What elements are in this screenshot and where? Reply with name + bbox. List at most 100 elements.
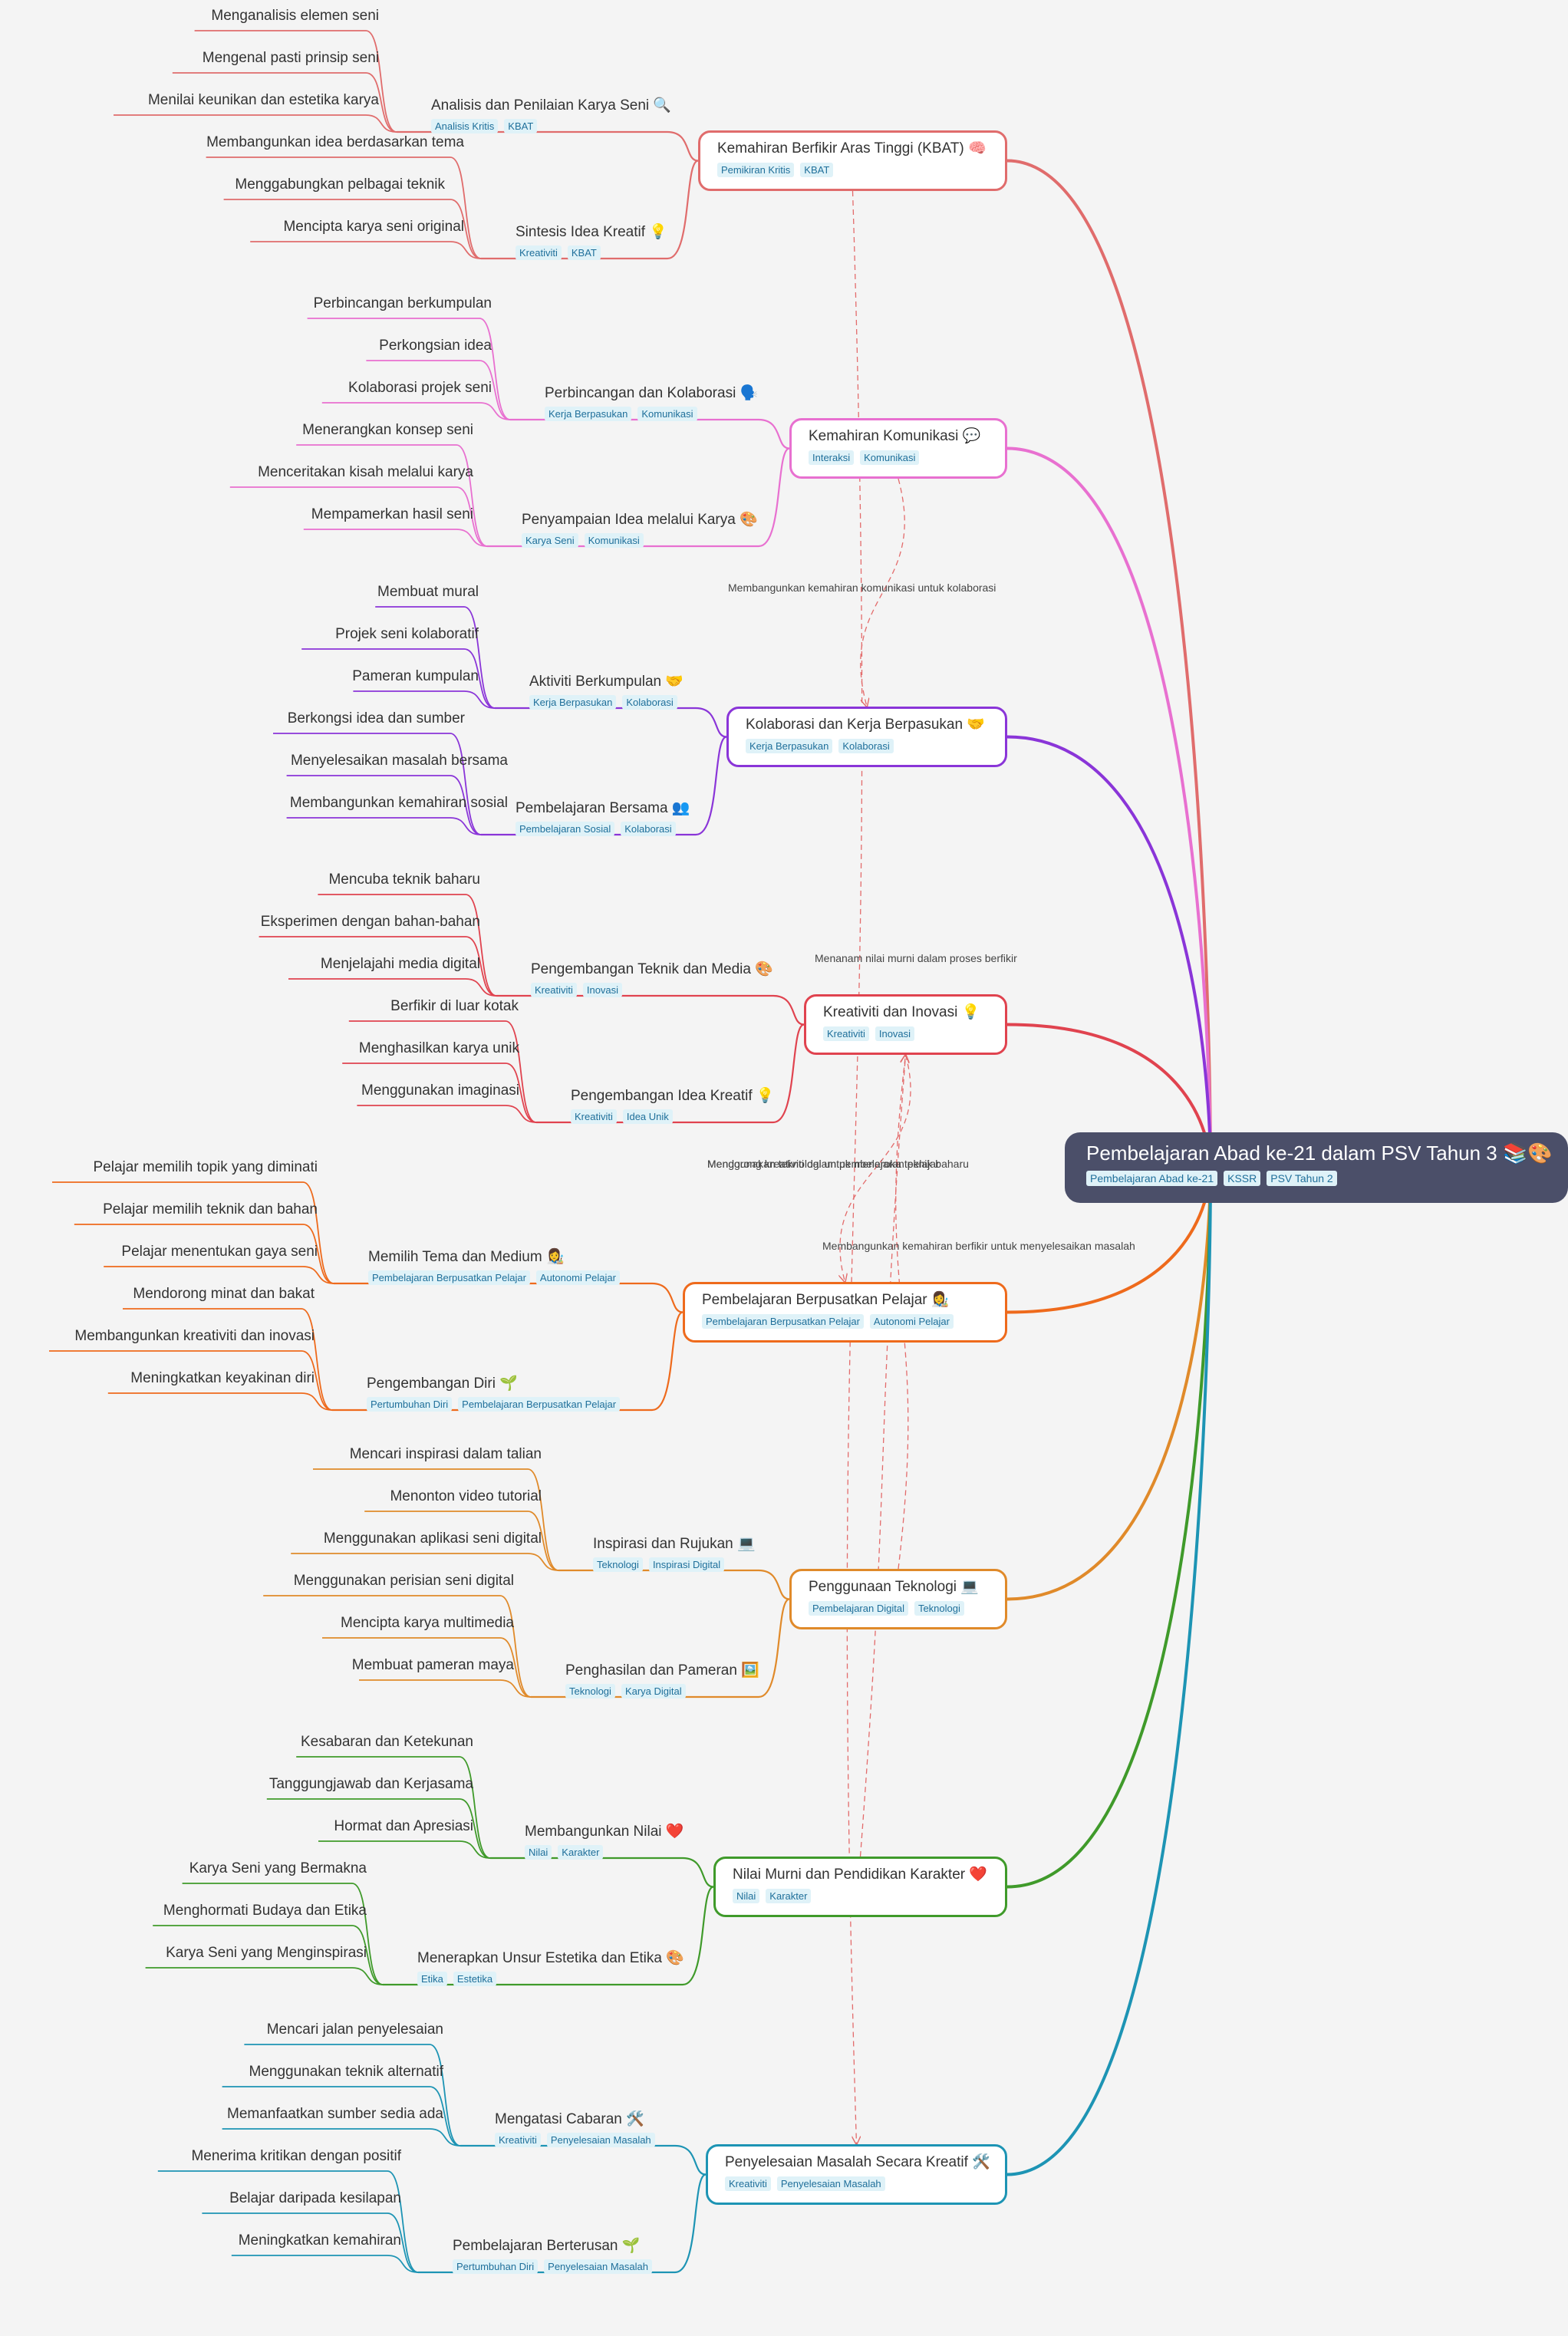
subtopic[interactable]: Pengembangan Teknik dan Media 🎨Kreativit… xyxy=(531,960,773,997)
subtopic[interactable]: Analisis dan Penilaian Karya Seni 🔍Anali… xyxy=(431,96,671,133)
leaf-item[interactable]: Karya Seni yang Menginspirasi xyxy=(166,1945,367,1961)
subtopic[interactable]: Menerapkan Unsur Estetika dan Etika 🎨Eti… xyxy=(417,1949,684,1986)
branch-label: Kemahiran Berfikir Aras Tinggi (KBAT) xyxy=(717,140,968,157)
central-topic-label: Pembelajaran Abad ke-21 dalam PSV Tahun … xyxy=(1086,1142,1503,1165)
leaf-item[interactable]: Pameran kumpulan xyxy=(352,668,479,684)
subtopic-title: Inspirasi dan Rujukan 💻 xyxy=(593,1534,756,1553)
branch-node[interactable]: Penyelesaian Masalah Secara Kreatif 🛠️Kr… xyxy=(706,2144,1007,2205)
leaf-item[interactable]: Projek seni kolaboratif xyxy=(335,626,479,642)
leaf-item[interactable]: Menggunakan teknik alternatif xyxy=(249,2064,444,2080)
tag-chip: Pembelajaran Sosial xyxy=(516,822,615,836)
leaf-item[interactable]: Perbincangan berkumpulan xyxy=(313,295,492,311)
leaf-item[interactable]: Mencari inspirasi dalam talian xyxy=(349,1446,542,1462)
central-topic[interactable]: Pembelajaran Abad ke-21 dalam PSV Tahun … xyxy=(1065,1132,1568,1203)
leaf-item[interactable]: Menyelesaikan masalah bersama xyxy=(290,753,508,769)
leaf-item[interactable]: Mencipta karya seni original xyxy=(283,219,464,235)
leaf-item[interactable]: Memanfaatkan sumber sedia ada xyxy=(227,2106,443,2122)
leaf-item[interactable]: Menganalisis elemen seni xyxy=(211,8,379,24)
leaf-connector xyxy=(288,978,497,997)
leaf-item[interactable]: Menerima kritikan dengan positif xyxy=(191,2148,401,2164)
branch-title: Kemahiran Komunikasi 💬 xyxy=(809,427,991,445)
leaf-item[interactable]: Membuat pameran maya xyxy=(351,1657,514,1673)
leaf-item[interactable]: Mencuba teknik baharu xyxy=(328,871,480,888)
branch-label: Nilai Murni dan Pendidikan Karakter xyxy=(733,1866,970,1883)
leaf-connector xyxy=(273,733,482,835)
branch-node[interactable]: Pembelajaran Berpusatkan Pelajar 👩‍🎨Pemb… xyxy=(683,1282,1007,1343)
leaf-item[interactable]: Menjelajahi media digital xyxy=(320,956,480,972)
tag-chip: Kreativiti xyxy=(531,983,577,997)
branch-node[interactable]: Kemahiran Berfikir Aras Tinggi (KBAT) 🧠P… xyxy=(698,130,1007,191)
leaf-item[interactable]: Pelajar memilih teknik dan bahan xyxy=(103,1201,318,1217)
leaf-item[interactable]: Berfikir di luar kotak xyxy=(390,998,519,1014)
leaf-item[interactable]: Mempamerkan hasil seni xyxy=(311,506,473,522)
leaf-item[interactable]: Karya Seni yang Bermakna xyxy=(189,1860,367,1876)
leaf-item[interactable]: Kesabaran dan Ketekunan xyxy=(300,1734,473,1750)
leaf-item[interactable]: Mencari jalan penyelesaian xyxy=(266,2021,443,2038)
leaf-item[interactable]: Meningkatkan keyakinan diri xyxy=(130,1370,315,1386)
leaf-item[interactable]: Meningkatkan kemahiran xyxy=(238,2232,401,2249)
leaf-item[interactable]: Menggunakan perisian seni digital xyxy=(293,1573,514,1589)
tag-chip: Nilai xyxy=(525,1845,552,1860)
leaf-connector xyxy=(357,1105,537,1123)
leaf-item[interactable]: Mendorong minat dan bakat xyxy=(133,1286,315,1302)
subtopic-emoji-icon: 🎨 xyxy=(740,511,758,528)
leaf-item[interactable]: Menggabungkan pelbagai teknik xyxy=(235,176,445,193)
leaf-item[interactable]: Berkongsi idea dan sumber xyxy=(287,710,465,726)
leaf-item[interactable]: Mencipta karya multimedia xyxy=(341,1615,514,1631)
leaf-item[interactable]: Perkongsian idea xyxy=(379,338,492,354)
leaf-connector xyxy=(364,1511,559,1571)
leaf-item[interactable]: Pelajar memilih topik yang diminati xyxy=(93,1159,318,1175)
leaf-item[interactable]: Eksperimen dengan bahan-bahan xyxy=(260,914,480,930)
branch-emoji-icon: 🛠️ xyxy=(972,2153,990,2170)
leaf-item[interactable]: Membangunkan idea berdasarkan tema xyxy=(206,134,464,150)
leaf-item[interactable]: Membuat mural xyxy=(377,584,479,600)
leaf-item[interactable]: Menggunakan imaginasi xyxy=(361,1082,519,1099)
tag-chip: Kreativiti xyxy=(516,245,562,260)
leaf-item[interactable]: Menggunakan aplikasi seni digital xyxy=(323,1530,542,1547)
subtopic[interactable]: Pembelajaran Berterusan 🌱Pertumbuhan Dir… xyxy=(453,2236,658,2274)
leaf-item[interactable]: Kolaborasi projek seni xyxy=(348,380,492,396)
leaf-item[interactable]: Menerangkan konsep seni xyxy=(302,422,473,438)
leaf-item[interactable]: Menghormati Budaya dan Etika xyxy=(163,1903,367,1919)
subtopic[interactable]: Penyampaian Idea melalui Karya 🎨Karya Se… xyxy=(522,510,758,548)
sub-connector xyxy=(495,707,727,738)
subtopic[interactable]: Pembelajaran Bersama 👥Pembelajaran Sosia… xyxy=(516,799,690,836)
leaf-item[interactable]: Tanggungjawab dan Kerjasama xyxy=(268,1776,473,1792)
leaf-connector xyxy=(286,817,482,835)
branch-node[interactable]: Penggunaan Teknologi 💻Pembelajaran Digit… xyxy=(789,1569,1007,1629)
leaf-item[interactable]: Menilai keunikan dan estetika karya xyxy=(147,92,379,108)
tag-chip: Inovasi xyxy=(875,1026,915,1041)
leaf-item[interactable]: Membangunkan kreativiti dan inovasi xyxy=(74,1328,315,1344)
subtopic-emoji-icon: 🎨 xyxy=(666,1949,684,1966)
sub-connector xyxy=(510,418,790,450)
leaf-item[interactable]: Menghasilkan karya unik xyxy=(358,1040,519,1056)
leaf-item[interactable]: Membangunkan kemahiran sosial xyxy=(289,795,508,811)
branch-node[interactable]: Nilai Murni dan Pendidikan Karakter ❤️Ni… xyxy=(713,1857,1007,1917)
leaf-item[interactable]: Menceritakan kisah melalui karya xyxy=(258,464,473,480)
branch-title: Pembelajaran Berpusatkan Pelajar 👩‍🎨 xyxy=(702,1290,991,1309)
subtopic[interactable]: Perbincangan dan Kolaborasi 🗣️Kerja Berp… xyxy=(545,384,758,421)
tag-chip: Komunikasi xyxy=(860,450,920,465)
leaf-item[interactable]: Hormat dan Apresiasi xyxy=(334,1818,473,1834)
tag-chip: Teknologi xyxy=(914,1601,964,1616)
leaf-item[interactable]: Belajar daripada kesilapan xyxy=(229,2190,401,2206)
leaf-item[interactable]: Pelajar menentukan gaya seni xyxy=(121,1244,318,1260)
tag-chip: Kerja Berpasukan xyxy=(545,407,632,421)
subtopic[interactable]: Memilih Tema dan Medium 👩‍🎨Pembelajaran … xyxy=(368,1247,626,1285)
leaf-item[interactable]: Menonton video tutorial xyxy=(390,1488,542,1504)
branch-node[interactable]: Kolaborasi dan Kerja Berpasukan 🤝Kerja B… xyxy=(726,707,1007,767)
leaf-item[interactable]: Mengenal pasti prinsip seni xyxy=(202,50,379,66)
